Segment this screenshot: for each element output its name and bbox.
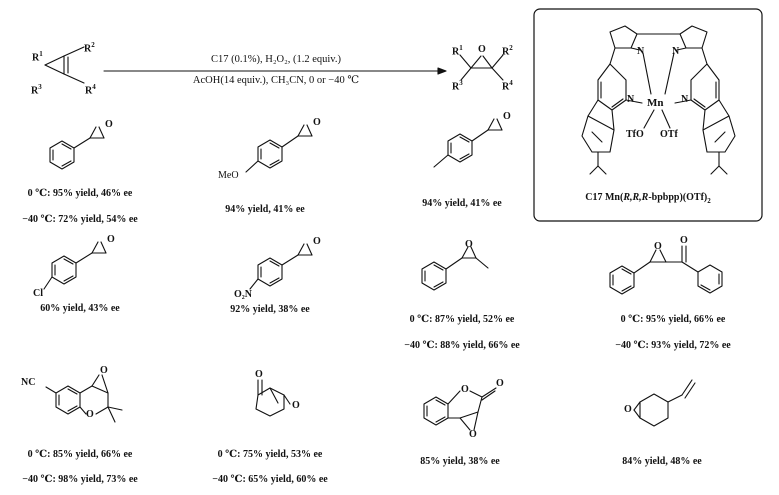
p2-methoxy: MeO — [218, 170, 239, 181]
product-4-chlorostyrene-oxide — [43, 241, 107, 290]
p1-result-2: −40 ℃: 72% yield, 54% ee — [22, 214, 138, 225]
r3-label: R3 — [31, 83, 42, 97]
catalyst-n-pyridine-left: N — [627, 94, 635, 105]
p5-nitro: O₂N — [234, 289, 252, 300]
product-chromene-oxide — [45, 374, 123, 423]
product-r3-label: R3 — [452, 79, 463, 93]
product-vinylcyclohexene-oxide — [633, 379, 696, 427]
p6-oxygen: O — [465, 239, 473, 250]
product-r4-label: R4 — [502, 79, 513, 93]
p8-ring-oxygen: O — [86, 409, 94, 420]
catalyst-box — [533, 8, 763, 222]
catalyst-otf-right: OTf — [660, 129, 678, 140]
catalyst-metal: Mn — [647, 97, 664, 109]
p4-result: 60% yield, 43% ee — [40, 303, 120, 314]
p6-result-2: −40 ℃: 88% yield, 66% ee — [404, 340, 520, 351]
catalyst-structure — [581, 25, 736, 175]
p7-epoxide-oxygen: O — [654, 241, 662, 252]
p9-carbonyl-oxygen: O — [255, 369, 263, 380]
p7-carbonyl-oxygen: O — [680, 235, 688, 246]
p10-result: 85% yield, 38% ee — [420, 456, 500, 467]
p7-result-2: −40 ℃: 93% yield, 72% ee — [615, 340, 731, 351]
catalyst-n-pyridine-right: N — [681, 94, 689, 105]
p8-result-1: 0 ℃: 85% yield, 66% ee — [27, 449, 133, 460]
p10-epoxide-oxygen: O — [469, 429, 477, 440]
product-cyclohexenone-oxide — [255, 379, 291, 417]
product-oxygen: O — [478, 44, 486, 55]
p4-chloro: Cl — [33, 288, 43, 299]
p8-result-2: −40 ℃: 98% yield, 73% ee — [22, 474, 138, 485]
r4-label: R4 — [85, 83, 96, 97]
conditions-line-2: AcOH(14 equiv.), CH₃CN, 0 or −40 ℃ — [192, 75, 360, 86]
p9-epoxide-oxygen: O — [292, 400, 300, 411]
p9-result-1: 0 ℃: 75% yield, 53% ee — [217, 449, 323, 460]
p1-oxygen: O — [105, 119, 113, 130]
p3-oxygen: O — [503, 111, 511, 122]
product-styrene-oxide — [49, 126, 105, 170]
generic-epoxide — [459, 54, 504, 81]
p3-result: 94% yield, 41% ee — [422, 198, 502, 209]
p11-epoxide-oxygen: O — [624, 404, 632, 415]
r2-label: R2 — [84, 41, 95, 55]
p6-result-1: 0 ℃: 87% yield, 52% ee — [409, 314, 515, 325]
p11-result: 84% yield, 48% ee — [622, 456, 702, 467]
product-beta-methylstyrene-oxide — [421, 246, 489, 291]
catalyst-label: C17 Mn(R,R,R-bpbpp)(OTf)2 — [585, 192, 711, 205]
p10-carbonyl-oxygen: O — [496, 378, 504, 389]
product-r1-label: R1 — [452, 44, 463, 58]
product-coumarin-oxide — [423, 387, 497, 431]
p5-oxygen: O — [313, 236, 321, 247]
catalyst-otf-left: TfO — [626, 129, 644, 140]
catalyst-n-left: N — [637, 46, 645, 57]
p2-oxygen: O — [313, 117, 321, 128]
catalyst-n-right: N — [672, 46, 680, 57]
conditions-line-1: C17 (0.1%), H₂O₂, (1.2 equiv.) — [211, 54, 341, 65]
p10-ring-oxygen: O — [461, 384, 469, 395]
product-4-methylstyrene-oxide — [433, 118, 503, 168]
product-4-methoxystyrene-oxide — [245, 124, 313, 173]
p2-result: 94% yield, 41% ee — [225, 204, 305, 215]
generic-alkene — [44, 46, 85, 84]
p8-nitrile: NC — [21, 377, 36, 388]
product-chalcone-oxide — [609, 245, 723, 295]
product-r2-label: R2 — [502, 44, 513, 58]
reaction-arrow — [103, 67, 447, 75]
p4-oxygen: O — [107, 234, 115, 245]
p9-result-2: −40 ℃: 65% yield, 60% ee — [212, 474, 328, 485]
p8-epoxide-oxygen: O — [100, 365, 108, 376]
p7-result-1: 0 ℃: 95% yield, 66% ee — [620, 314, 726, 325]
product-4-nitrostyrene-oxide — [249, 243, 313, 290]
p1-result-1: 0 ℃: 95% yield, 46% ee — [27, 188, 133, 199]
p5-result: 92% yield, 38% ee — [230, 304, 310, 315]
r1-label: R1 — [32, 50, 43, 64]
